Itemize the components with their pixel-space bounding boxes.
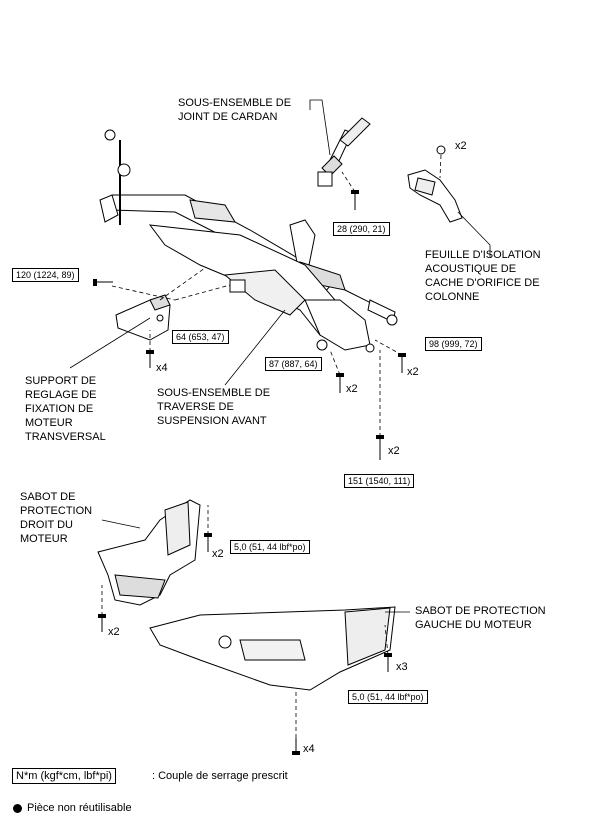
non-reusable-dot-icon — [13, 804, 22, 813]
qty-bolt-5-right: x2 — [212, 548, 224, 560]
torque-box-98: 98 (999, 72) — [425, 337, 482, 351]
mount-bracket-drawing — [115, 294, 171, 341]
column-cover-drawing — [407, 145, 463, 223]
qty-shield-right-bolt: x2 — [108, 626, 120, 638]
torque-box-5-right: 5,0 (51, 44 lbf*po) — [230, 540, 310, 554]
right-engine-shield-drawing — [97, 499, 201, 606]
qty-bottom-bolt: x4 — [303, 743, 315, 755]
torque-box-64: 64 (653, 47) — [172, 330, 229, 344]
label-front-crossmember: SOUS-ENSEMBLE DE TRAVERSE DE SUSPENSION … — [157, 387, 271, 427]
label-engine-mount-bracket: SUPPORT DE REGLAGE DE FIXATION DE MOTEUR… — [25, 375, 106, 443]
qty-bolt-64: x4 — [156, 362, 168, 374]
label-right-engine-shield: SABOT DE PROTECTION DROIT DU MOTEUR — [20, 491, 93, 545]
cardan-joint-drawing — [317, 117, 371, 187]
crossmember-drawing — [148, 224, 375, 353]
torque-box-5-left: 5,0 (51, 44 lbf*po) — [348, 690, 428, 704]
qty-bolt-87: x2 — [346, 383, 358, 395]
torque-box-87: 87 (887, 64) — [265, 357, 322, 371]
qty-clip: x2 — [455, 140, 467, 152]
label-column-cover-sheet: FEUILLE D'ISOLATION ACOUSTIQUE DE CACHE … — [425, 249, 541, 303]
label-left-engine-shield: SABOT DE PROTECTION GAUCHE DU MOTEUR — [415, 605, 546, 631]
label-cardan-joint: SOUS-ENSEMBLE DE JOINT DE CARDAN — [178, 97, 292, 123]
legend-unit-text: : Couple de serrage prescrit — [152, 770, 288, 782]
qty-bolt-151: x2 — [388, 445, 400, 457]
torque-box-120: 120 (1224, 89) — [12, 268, 79, 282]
legend-unit-box: N*m (kgf*cm, lbf*pi) — [12, 768, 116, 784]
qty-bolt-5-left: x3 — [396, 661, 408, 673]
torque-box-151: 151 (1540, 111) — [344, 474, 415, 488]
torque-box-28: 28 (290, 21) — [333, 222, 390, 236]
left-engine-shield-drawing — [149, 606, 396, 691]
qty-bolt-98: x2 — [407, 366, 419, 378]
legend-nonreuse-text: Pièce non réutilisable — [27, 802, 132, 814]
